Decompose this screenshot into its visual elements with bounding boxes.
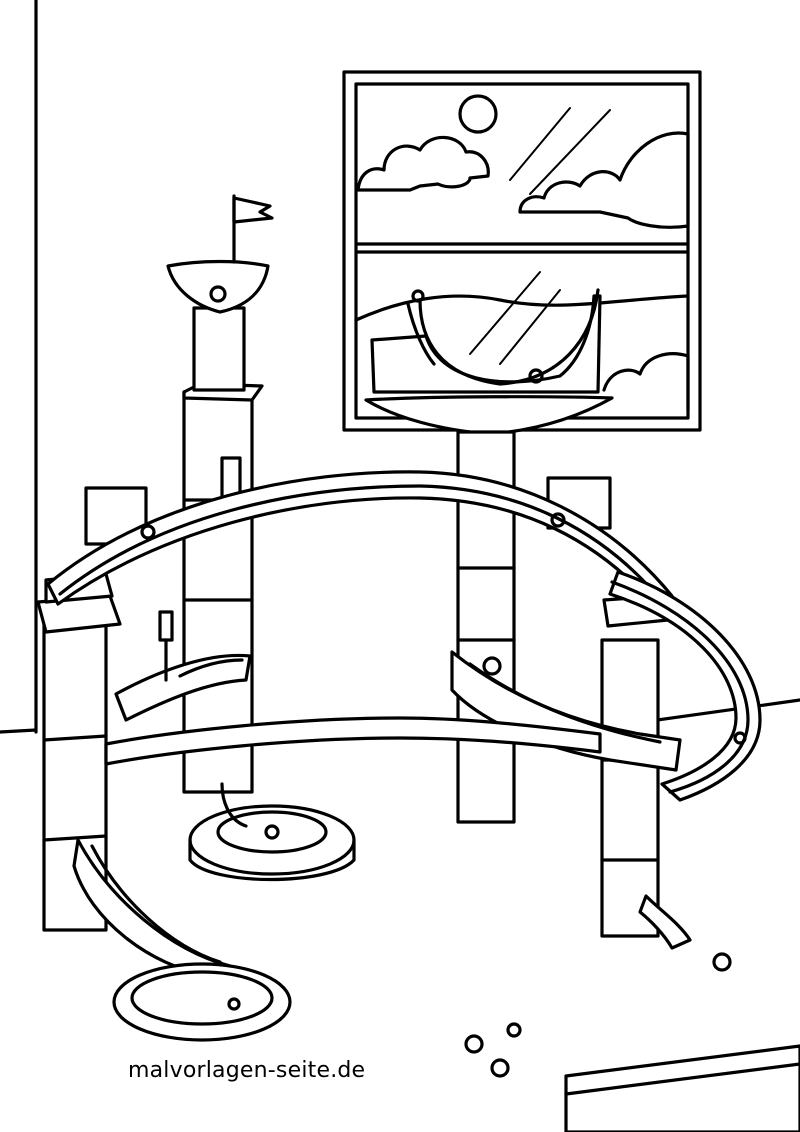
pennant-flag-icon (232, 196, 274, 224)
cloud-right (518, 131, 690, 229)
center-bowl (188, 782, 356, 882)
right-pillar (546, 476, 670, 938)
table-corner (564, 1044, 800, 1132)
slide-and-dish (72, 838, 292, 1042)
lower-rails (104, 610, 682, 772)
hills (354, 294, 690, 322)
watermark-text: malvorlagen-seite.de (128, 1058, 366, 1083)
sun-icon (458, 94, 498, 134)
exit-chute-and-marbles (464, 894, 732, 1078)
cloud-left (356, 135, 490, 192)
s-curve-track (608, 570, 762, 802)
left-pillar (36, 486, 148, 932)
